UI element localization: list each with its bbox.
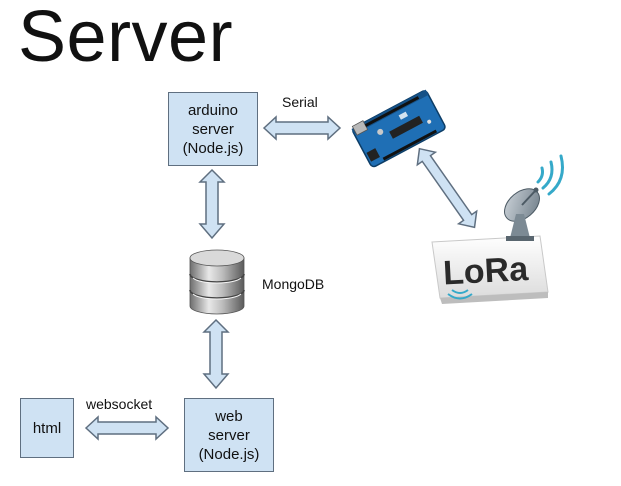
websocket-arrow: [84, 415, 170, 441]
lora-logo: LoRa: [431, 154, 564, 304]
serial-label: Serial: [282, 94, 318, 110]
slide-title: Server: [18, 0, 234, 77]
arduino-server-node: arduino server (Node.js): [168, 92, 258, 166]
database-icon: [189, 249, 245, 315]
arduino-lora-arrow: [416, 147, 478, 229]
html-node: html: [20, 398, 74, 458]
svg-text:LoRa: LoRa: [442, 250, 530, 292]
mongodb-webserver-arrow: [202, 318, 230, 390]
arduino-board-icon: [351, 89, 446, 168]
web-server-node: web server (Node.js): [184, 398, 274, 472]
arduino-mongodb-arrow: [198, 168, 226, 240]
websocket-label: websocket: [86, 396, 153, 412]
serial-arrow: [262, 115, 342, 141]
mongodb-label: MongoDB: [262, 276, 325, 292]
